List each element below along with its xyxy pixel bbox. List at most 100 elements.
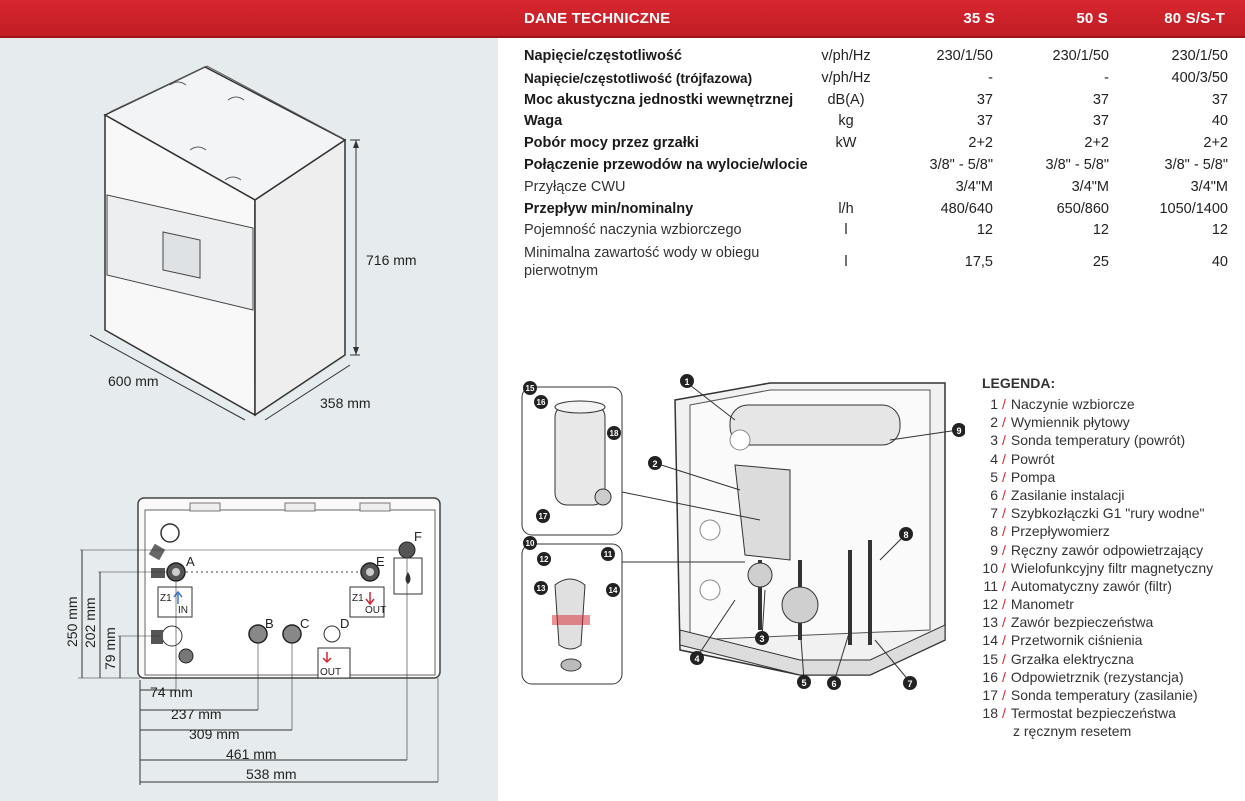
legend-text: Wielofunkcyjny filtr magnetyczny	[1010, 559, 1214, 576]
legend-separator: /	[1002, 577, 1006, 594]
callout-9: 9	[956, 426, 961, 436]
legend-item: 5/Pompa	[982, 468, 1213, 486]
callout-13: 13	[537, 584, 546, 593]
legend-separator: /	[1002, 632, 1006, 649]
legend-separator: /	[1002, 559, 1006, 576]
legend-text: Automatyczny zawór (filtr)	[1010, 577, 1172, 594]
table-row: Minimalna zawartość wody w obiegu pierwo…	[524, 242, 1228, 284]
callout-4: 4	[694, 654, 699, 664]
column-header-35s: 35 S	[963, 10, 995, 27]
spec-value-50s: 2+2	[1084, 135, 1109, 152]
spec-value-50s: 25	[1092, 254, 1109, 271]
spec-value-35s: 37	[976, 91, 993, 108]
callout-markers: 1 2 3 4 5 6 7 8 9 10 11 12 13 14 15 16 1…	[523, 374, 965, 690]
legend-separator: /	[1002, 468, 1006, 485]
spec-value-50s: 3/8" - 5/8"	[1045, 156, 1110, 173]
legend-item: 14/Przetwornik ciśnienia	[982, 631, 1213, 649]
legend-num: 16	[982, 668, 998, 685]
dim-250-label: 250 mm	[64, 596, 80, 647]
dim-202-label: 202 mm	[82, 597, 98, 648]
spec-value-80s: 230/1/50	[1171, 48, 1228, 64]
connection-f-label: F	[414, 529, 422, 544]
z1-in-label: Z1	[160, 593, 172, 604]
legend-separator: /	[1002, 541, 1006, 558]
spec-unit: kW	[835, 135, 857, 152]
callout-3: 3	[759, 634, 764, 644]
legend-item: 7/Szybkozłączki G1 "rury wodne"	[982, 504, 1213, 522]
dhw-out-label: OUT	[320, 667, 341, 678]
callout-12: 12	[540, 555, 549, 564]
component-exploded-view: 1 2 3 4 5 6 7 8 9 10 11 12 13 14 15 16 1…	[521, 374, 965, 690]
legend-text: Powrót	[1010, 450, 1055, 467]
legend-num: 10	[982, 559, 998, 576]
table-row: Moc akustyczna jednostki wewnętrznej dB(…	[524, 90, 1228, 112]
legend-text: Odpowietrznik (rezystancja)	[1010, 668, 1184, 685]
dim-79-label: 79 mm	[102, 627, 118, 670]
spec-unit: v/ph/Hz	[821, 48, 871, 64]
legend-separator: /	[1002, 523, 1006, 540]
spec-value-80s: 12	[1211, 222, 1228, 239]
legend-separator: /	[1002, 668, 1006, 685]
legend-num: 5	[990, 468, 998, 485]
legend-text: Termostat bezpieczeństwa	[1010, 705, 1176, 722]
callout-5: 5	[801, 678, 806, 688]
spec-value-35s: -	[988, 69, 993, 86]
spec-name: Pobór mocy przez grzałki	[524, 135, 699, 152]
legend-continuation: z ręcznym resetem	[1013, 723, 1132, 740]
legend-num: 13	[982, 614, 998, 631]
callout-8: 8	[903, 530, 908, 540]
spec-name: Przepływ min/nominalny	[524, 200, 694, 217]
spec-value-35s: 37	[976, 113, 993, 130]
spec-unit: kg	[838, 113, 854, 130]
table-row: Napięcie/częstotliwość (trójfazowa) v/ph…	[524, 68, 1228, 90]
callout-6: 6	[831, 679, 836, 689]
legend-separator: /	[1002, 687, 1006, 703]
legend-separator: /	[1002, 486, 1006, 503]
unit-3d-drawing: 716 mm 600 mm 358 mm	[89, 65, 417, 421]
connection-e-label: E	[376, 554, 385, 569]
legend-item: 11/Automatyczny zawór (filtr)	[982, 577, 1213, 595]
in-label: IN	[178, 605, 188, 616]
spec-value-35s: 17,5	[964, 254, 993, 271]
dim-461-label: 461 mm	[226, 746, 277, 762]
legend-num: 3	[990, 432, 998, 449]
table-row: Waga kg 37 37 40	[524, 111, 1228, 133]
legend-item: 18/Termostat bezpieczeństwa	[982, 704, 1213, 722]
callout-2: 2	[652, 459, 657, 469]
spec-unit: l/h	[838, 200, 854, 217]
column-header-80s: 80 S/S-T	[1164, 10, 1225, 27]
spec-unit: dB(A)	[827, 91, 865, 108]
spec-value-50s: 650/860	[1056, 200, 1109, 217]
legend-item: 12/Manometr	[982, 595, 1213, 613]
spec-value-50s: 12	[1092, 222, 1109, 239]
legend-num: 15	[982, 650, 998, 667]
spec-value-80s: 37	[1211, 91, 1228, 108]
spec-name: Połączenie przewodów na wylocie/wlocie	[524, 156, 808, 173]
spec-name: Przyłącze CWU	[524, 178, 626, 195]
spec-name: Moc akustyczna jednostki wewnętrznej	[524, 91, 794, 108]
legend-num: 9	[990, 541, 998, 558]
dim-237-label: 237 mm	[171, 706, 222, 722]
legend-num: 2	[990, 414, 998, 431]
spec-name: Napięcie/częstotliwość	[524, 48, 682, 64]
table-row: Napięcie/częstotliwość v/ph/Hz 230/1/50 …	[524, 46, 1228, 68]
legend-text: Zasilanie instalacji	[1010, 486, 1125, 503]
legend-num: 6	[990, 486, 998, 503]
spec-value-50s: 37	[1092, 91, 1109, 108]
connection-c-label: C	[300, 616, 309, 631]
legend-item: 13/Zawór bezpieczeństwa	[982, 613, 1213, 631]
callout-15: 15	[526, 384, 535, 393]
spec-value-50s: 37	[1092, 113, 1109, 130]
connection-b-label: B	[265, 616, 274, 631]
legend-item: 3/Sonda temperatury (powrót)	[982, 431, 1213, 449]
legend-num: 12	[982, 596, 998, 613]
spec-value-80s: 3/4"M	[1190, 178, 1228, 195]
legend-text: Grzałka elektryczna	[1010, 650, 1134, 667]
callout-18: 18	[610, 429, 619, 438]
spec-value-80s: 3/8" - 5/8"	[1164, 156, 1229, 173]
table-row: Przyłącze CWU 3/4"M 3/4"M 3/4"M	[524, 177, 1228, 199]
legend-separator: /	[1002, 614, 1006, 631]
table-row: Pojemność naczynia wzbiorczego l 12 12 1…	[524, 220, 1228, 242]
spec-unit: l	[844, 254, 848, 271]
legend-text: Manometr	[1010, 596, 1074, 613]
